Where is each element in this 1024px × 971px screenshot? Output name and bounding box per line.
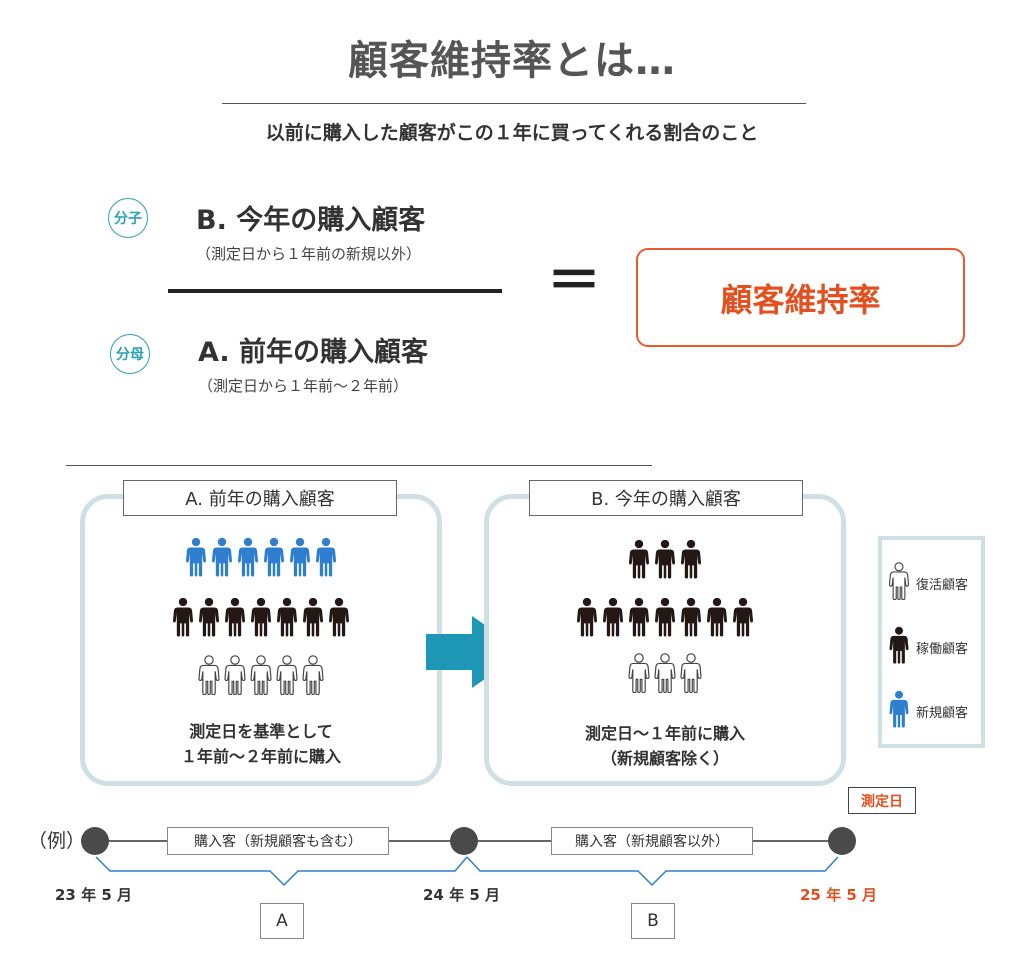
person-dark-icon: [681, 539, 701, 579]
fraction-bar: [168, 289, 502, 293]
person-blue-icon: [186, 537, 206, 577]
legend-label: 新規顧客: [916, 705, 969, 721]
denominator-title: A. 前年の購入顧客: [198, 337, 429, 368]
people-row-active: [489, 597, 841, 637]
section-divider: [66, 465, 652, 466]
panel-this-year: 測定日〜１年前に購入 （新規顧客除く）: [484, 494, 846, 786]
person-dark-icon: [888, 626, 910, 668]
person-dark-icon: [681, 597, 701, 637]
page-subtitle: 以前に購入した顧客がこの１年に買ってくれる割合のこと: [265, 122, 759, 144]
bracket-b: [466, 856, 839, 887]
person-dark-icon: [577, 597, 597, 637]
example-label: （例）: [28, 830, 86, 852]
person-blue-icon: [212, 537, 232, 577]
legend: 復活顧客 稼働顧客 新規顧客: [878, 536, 985, 748]
page-title: 顧客維持率とは…: [348, 38, 676, 84]
panel-b-caption-line2: （新規顧客除く）: [600, 749, 729, 768]
person-dark-icon: [329, 597, 349, 637]
numerator-title: B. 今年の購入顧客: [196, 205, 426, 236]
equals-sign: ＝: [547, 249, 601, 312]
person-blue-icon: [238, 537, 258, 577]
people-row-revived: [489, 653, 841, 693]
people-row-revived: [85, 655, 437, 695]
person-dark-icon: [707, 597, 727, 637]
bracket-a: [95, 856, 468, 887]
person-outline-icon: [276, 655, 298, 695]
panel-b-caption-line1: 測定日〜１年前に購入: [584, 724, 745, 743]
legend-label: 復活顧客: [916, 577, 969, 593]
person-dark-icon: [655, 597, 675, 637]
legend-item-new: 新規顧客: [888, 690, 968, 732]
person-dark-icon: [303, 597, 323, 637]
numerator-badge: 分子: [108, 198, 148, 238]
person-dark-icon: [225, 597, 245, 637]
person-dark-icon: [199, 597, 219, 637]
legend-label: 稼働顧客: [916, 641, 969, 657]
person-dark-icon: [629, 597, 649, 637]
person-blue-icon: [888, 690, 910, 732]
person-outline-icon: [224, 655, 246, 695]
date-2024: 24 年 5 月: [423, 886, 500, 904]
timeline-point-2023: [81, 827, 109, 855]
person-outline-icon: [250, 655, 272, 695]
panel-b-label: B. 今年の購入顧客: [529, 480, 803, 516]
timeline-point-2024: [450, 827, 478, 855]
person-blue-icon: [290, 537, 310, 577]
people-row-active: [85, 597, 437, 637]
person-blue-icon: [316, 537, 336, 577]
timeline-segment-2-label: 購入客（新規顧客以外）: [551, 827, 753, 855]
person-dark-icon: [251, 597, 271, 637]
person-outline-icon: [680, 653, 702, 693]
panel-b-caption: 測定日〜１年前に購入 （新規顧客除く）: [489, 721, 841, 771]
timeline-segment-1-label: 購入客（新規顧客も含む）: [167, 827, 389, 855]
panel-previous-year: 測定日を基準として １年前〜２年前に購入: [80, 494, 442, 786]
timeline-brackets: [95, 856, 839, 887]
measure-day-label: 測定日: [848, 787, 916, 814]
title-divider: [222, 103, 806, 104]
panel-a-caption: 測定日を基準として １年前〜２年前に購入: [85, 719, 437, 769]
people-row-active-top: [489, 539, 841, 579]
person-outline-icon: [302, 655, 324, 695]
denominator-note: （測定日から１年前〜２年前）: [198, 377, 409, 395]
legend-item-active: 稼働顧客: [888, 626, 968, 668]
people-row-new: [85, 537, 437, 577]
person-dark-icon: [173, 597, 193, 637]
bracket-b-label: B: [631, 903, 675, 939]
person-blue-icon: [264, 537, 284, 577]
date-2023: 23 年 5 月: [55, 886, 132, 904]
person-outline-icon: [654, 653, 676, 693]
person-dark-icon: [655, 539, 675, 579]
panel-a-caption-line1: 測定日を基準として: [189, 722, 333, 741]
person-outline-icon: [198, 655, 220, 695]
person-blue-icon: [889, 690, 909, 728]
legend-item-revived: 復活顧客: [888, 562, 968, 604]
person-dark-icon: [733, 597, 753, 637]
arrow-right-icon: [426, 616, 524, 688]
panel-a-caption-line2: １年前〜２年前に購入: [180, 747, 341, 766]
timeline-point-2025: [828, 827, 856, 855]
result-box: 顧客維持率: [636, 248, 965, 347]
person-outline-icon: [628, 653, 650, 693]
panel-a-label: A. 前年の購入顧客: [123, 480, 397, 516]
person-dark-icon: [603, 597, 623, 637]
bracket-a-label: A: [260, 903, 304, 939]
person-dark-icon: [889, 626, 909, 664]
denominator-badge: 分母: [110, 334, 150, 374]
person-outline-icon: [888, 562, 910, 601]
person-dark-icon: [277, 597, 297, 637]
numerator-note: （測定日から１年前の新規以外）: [196, 245, 422, 263]
date-2025: 25 年 5 月: [800, 886, 877, 904]
person-dark-icon: [629, 539, 649, 579]
person-outline-icon: [888, 562, 910, 604]
